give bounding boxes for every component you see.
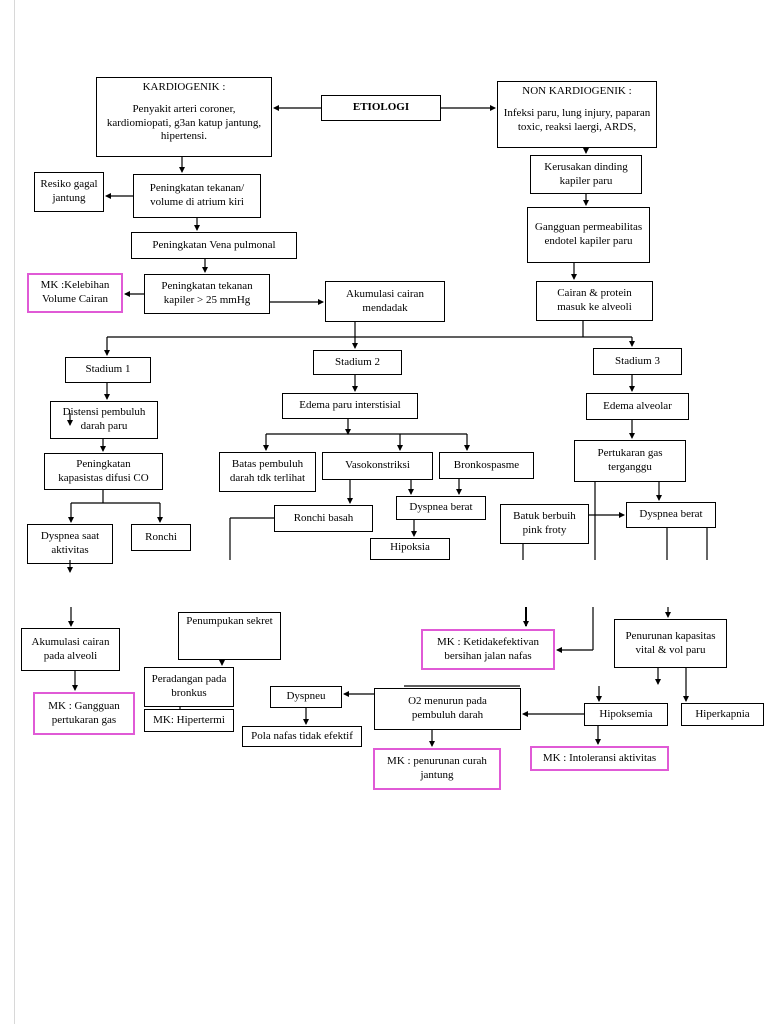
kardiogenik-title: KARDIOGENIK : <box>142 81 226 93</box>
kardiogenik-text: Penyakit arteri coroner, kardiomiopati, … <box>106 102 262 143</box>
akumulasi-cairan-mendadak-box: Akumulasi cairan mendadak <box>325 281 445 322</box>
dyspnea-berat-2-box: Dyspnea berat <box>396 496 486 520</box>
ronchi-box: Ronchi <box>131 524 191 551</box>
mk-kelebihan-volume-box: MK :Kelebihan Volume Cairan <box>27 273 123 313</box>
o2-menurun-box: O2 menurun pada pembuluh darah <box>374 688 521 730</box>
batas-pembuluh-box: Batas pembuluh darah tdk terlihat <box>219 452 316 492</box>
page-edge <box>14 0 15 1024</box>
akumulasi-alveoli-box: Akumulasi cairan pada alveoli <box>21 628 120 671</box>
mk-gangguan-pertukaran-box: MK : Gangguan pertukaran gas <box>33 692 135 735</box>
pertukaran-gas-terganggu-box: Pertukaran gas terganggu <box>574 440 686 482</box>
vasokonstriksi-box: Vasokonstriksi <box>322 452 433 480</box>
etiologi-box: ETIOLOGI <box>321 95 441 121</box>
peningkatan-tekanan-volume-box: Peningkatan tekanan/ volume di atrium ki… <box>133 174 261 218</box>
non-kardiogenik-title: NON KARDIOGENIK : <box>522 85 632 97</box>
gangguan-permeabilitas-box: Gangguan permeabilitas endotel kapiler p… <box>527 207 650 263</box>
peningkatan-tekanan-kapiler-box: Peningkatan tekanan kapiler > 25 mmHg <box>144 274 270 314</box>
stadium2-box: Stadium 2 <box>313 350 402 375</box>
mk-intoleransi-box: MK : Intoleransi aktivitas <box>530 746 669 771</box>
edema-alveolar-box: Edema alveolar <box>586 393 689 420</box>
bronkospasme-box: Bronkospasme <box>439 452 534 479</box>
peradangan-bronkus-box: Peradangan pada bronkus <box>144 667 234 707</box>
peningkatan-vena-pulmonal-box: Peningkatan Vena pulmonal <box>131 232 297 259</box>
batuk-berbuih-box: Batuk berbuih pink froty <box>500 504 589 544</box>
distensi-box: Distensi pembuluh darah paru <box>50 401 158 439</box>
kerusakan-dinding-box: Kerusakan dinding kapiler paru <box>530 155 642 194</box>
pola-nafas-box: Pola nafas tidak efektif <box>242 726 362 747</box>
penurunan-kapasitas-box: Penurunan kapasitas vital & vol paru <box>614 619 727 668</box>
cairan-protein-box: Cairan & protein masuk ke alveoli <box>536 281 653 321</box>
dyspnea-aktivitas-box: Dyspnea saat aktivitas <box>27 524 113 564</box>
hipoksemia-box: Hipoksemia <box>584 703 668 726</box>
stadium1-box: Stadium 1 <box>65 357 151 383</box>
resiko-gagal-jantung-box: Resiko gagal jantung <box>34 172 104 212</box>
kardiogenik-box: KARDIOGENIK : Penyakit arteri coroner, ka… <box>96 77 272 157</box>
dyspnea-berat-3-box: Dyspnea berat <box>626 502 716 528</box>
kapasitas-difusi-box: Peningkatan kapasistas difusi CO <box>44 453 163 490</box>
mk-ketidakefektivan-box: MK : Ketidakefektivan bersihan jalan naf… <box>421 629 555 670</box>
mk-hipertermi-box: MK: Hipertermi <box>144 709 234 732</box>
hipoksia-box: Hipoksia <box>370 538 450 560</box>
non-kardiogenik-box: NON KARDIOGENIK : Infeksi paru, lung inju… <box>497 81 657 148</box>
stadium3-box: Stadium 3 <box>593 348 682 375</box>
ronchi-basah-box: Ronchi basah <box>274 505 373 532</box>
edema-interstisial-box: Edema paru interstisial <box>282 393 418 419</box>
penumpukan-sekret-box: Penumpukan sekret <box>178 612 281 660</box>
non-kardiogenik-text: Infeksi paru, lung injury, paparan toxic… <box>503 106 651 133</box>
dyspneu-box: Dyspneu <box>270 686 342 708</box>
mk-penurunan-curah-box: MK : penurunan curah jantung <box>373 748 501 790</box>
hiperkapnia-box: Hiperkapnia <box>681 703 764 726</box>
